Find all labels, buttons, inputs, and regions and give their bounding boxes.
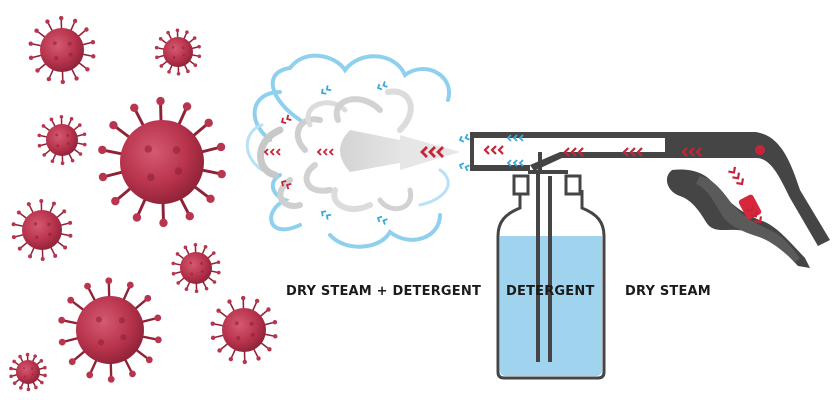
detergent-bottle-icon <box>496 152 606 380</box>
steam-arrow-icon <box>263 148 281 156</box>
virus-icon <box>210 295 278 365</box>
label-dry-steam: DRY STEAM <box>625 284 711 299</box>
detergent-arrow-icon <box>376 215 388 225</box>
detergent-arrow-icon <box>506 134 524 142</box>
detergent-arrow-icon <box>506 159 524 167</box>
steam-arrow-icon <box>622 147 643 157</box>
detergent-arrow-icon <box>376 81 388 91</box>
steam-arrow-icon <box>280 180 292 190</box>
virus-icon <box>58 277 162 383</box>
detergent-arrow-icon <box>320 210 332 220</box>
label-dry-steam-detergent: DRY STEAM + DETERGENT <box>286 284 482 299</box>
steam-arrow-icon <box>746 204 763 224</box>
virus-icon <box>11 199 73 261</box>
detergent-arrow-icon <box>458 162 470 172</box>
steam-gun-icon <box>470 132 830 268</box>
virus-icon <box>28 15 96 85</box>
detergent-arrow-icon <box>320 85 332 95</box>
virus-icon <box>37 115 87 165</box>
steam-arrow-icon <box>280 114 292 124</box>
virus-icon <box>9 352 47 392</box>
virus-icon <box>171 243 221 293</box>
steam-cloud-icon <box>245 53 460 249</box>
virus-icon <box>98 96 226 228</box>
steam-arrow-icon <box>681 147 702 157</box>
virus-icon <box>154 28 202 76</box>
steam-arrow-icon <box>728 166 745 186</box>
steam-arrow-icon <box>420 146 444 158</box>
steam-arrow-icon <box>316 148 334 156</box>
arrow-group <box>263 81 763 225</box>
virus-group <box>9 15 278 392</box>
steam-arrow-icon <box>563 147 584 157</box>
label-detergent: DETERGENT <box>506 284 595 299</box>
detergent-arrow-icon <box>458 133 470 143</box>
steam-arrow-icon <box>483 145 504 155</box>
